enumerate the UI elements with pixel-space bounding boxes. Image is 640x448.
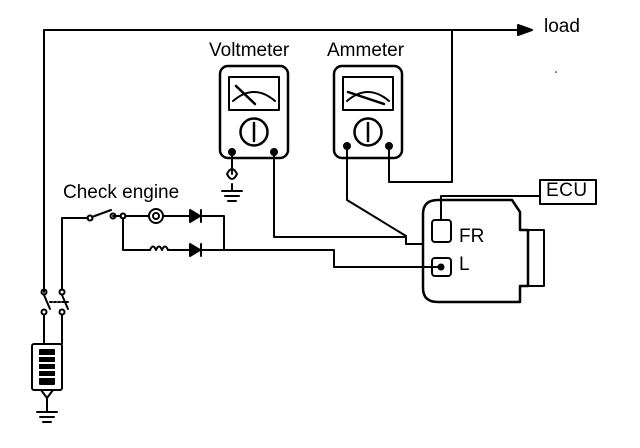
ecu-label: ECU — [546, 180, 588, 201]
ammeter-label: Ammeter — [327, 40, 405, 61]
check-engine-label: Check engine — [63, 182, 180, 203]
l-terminal-wire — [223, 249, 439, 268]
ground-symbol-icon — [221, 168, 243, 202]
alternator-bypass-wire — [527, 229, 545, 287]
load-wire — [43, 29, 521, 293]
diode-lower-icon — [189, 243, 202, 257]
voltmeter-positive-wire — [273, 151, 407, 238]
ammeter-to-alternator-wire — [346, 145, 407, 237]
ecu-box — [539, 179, 597, 205]
resistor-coil-icon — [149, 245, 169, 251]
voltmeter-icon — [218, 64, 290, 160]
ammeter-to-load-wire — [388, 29, 453, 183]
check-engine-feed — [61, 217, 89, 291]
load-arrow-icon — [517, 24, 533, 36]
load-label: load — [544, 16, 580, 37]
ignition-switch-icon — [40, 288, 69, 316]
ecu-wire — [440, 195, 541, 221]
fr-terminal-label: FR — [459, 226, 485, 247]
l-terminal-label: L — [459, 254, 470, 275]
check-engine-lamp-icon — [148, 208, 164, 224]
alternator-connector-icon — [405, 198, 530, 304]
check-engine-switch-icon — [86, 209, 117, 222]
voltmeter-label: Voltmeter — [209, 40, 290, 61]
diode-icon — [189, 209, 202, 223]
ammeter-icon — [332, 64, 404, 160]
battery-icon — [31, 343, 63, 423]
